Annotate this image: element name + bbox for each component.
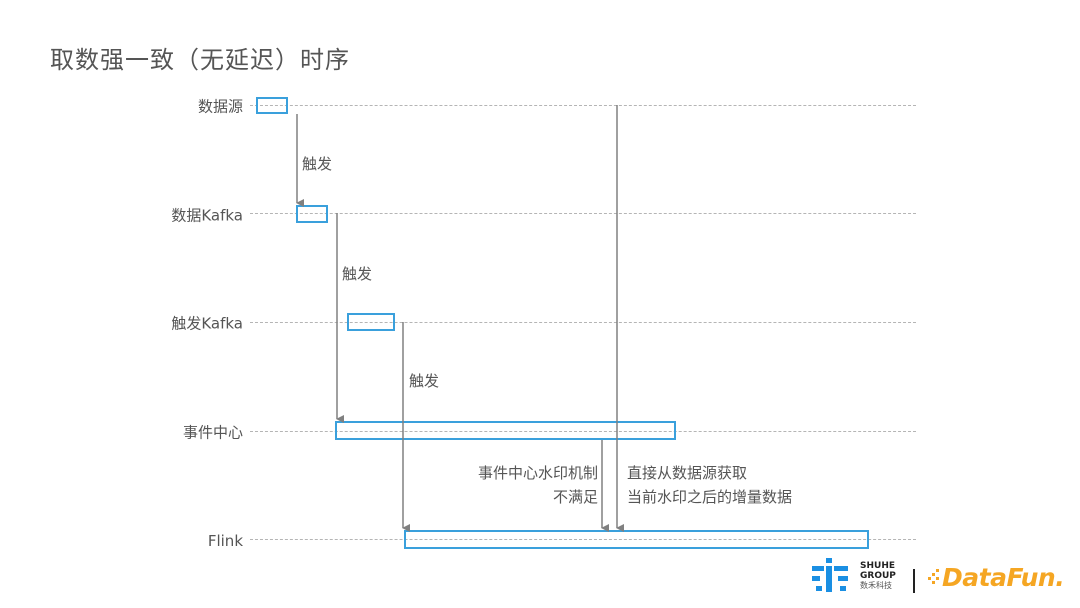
- box-source: [256, 97, 288, 114]
- arrow-label-trigger-2: 触发: [342, 265, 373, 283]
- datafun-wordmark: DataFun.: [942, 563, 1065, 592]
- lane-line-trigger-kafka: [250, 322, 916, 323]
- lane-label-kafka: 数据Kafka: [171, 206, 243, 225]
- box-flink: [404, 530, 869, 549]
- lane-line-kafka: [250, 213, 916, 214]
- shuhe-logo: SHUHE GROUP 数禾科技: [812, 556, 896, 596]
- box-event-center: [335, 421, 676, 440]
- shuhe-line1: SHUHE: [860, 561, 896, 571]
- arrow-label-trigger-3: 触发: [409, 372, 440, 390]
- box-trigger-kafka: [347, 313, 395, 331]
- shuhe-line2: GROUP: [860, 571, 896, 581]
- page-title: 取数强一致（无延迟）时序: [50, 46, 350, 74]
- logo-separator: [913, 569, 915, 593]
- note-right: 直接从数据源获取 当前水印之后的增量数据: [627, 461, 792, 509]
- lane-label-trigger-kafka: 触发Kafka: [171, 314, 243, 333]
- lane-line-flink: [250, 539, 916, 540]
- shuhe-mark-icon: [812, 558, 848, 592]
- lane-line-source: [250, 105, 916, 106]
- datafun-logo: DataFun.: [928, 563, 1065, 592]
- note-left-line2: 不满足: [552, 488, 598, 506]
- lane-line-event-center: [250, 431, 916, 432]
- note-right-line1: 直接从数据源获取: [627, 464, 748, 482]
- note-left: 事件中心水印机制 不满足: [478, 461, 598, 509]
- lane-label-event-center: 事件中心: [182, 423, 243, 442]
- shuhe-wordmark: SHUHE GROUP 数禾科技: [860, 561, 896, 591]
- datafun-dots-icon: [928, 568, 939, 584]
- shuhe-line3: 数禾科技: [860, 581, 892, 590]
- note-right-line2: 当前水印之后的增量数据: [627, 488, 793, 506]
- arrow-label-trigger-1: 触发: [302, 155, 333, 173]
- lane-label-source: 数据源: [197, 97, 243, 116]
- note-left-line1: 事件中心水印机制: [477, 464, 598, 482]
- lane-label-flink: Flink: [207, 532, 243, 550]
- box-kafka: [296, 205, 328, 223]
